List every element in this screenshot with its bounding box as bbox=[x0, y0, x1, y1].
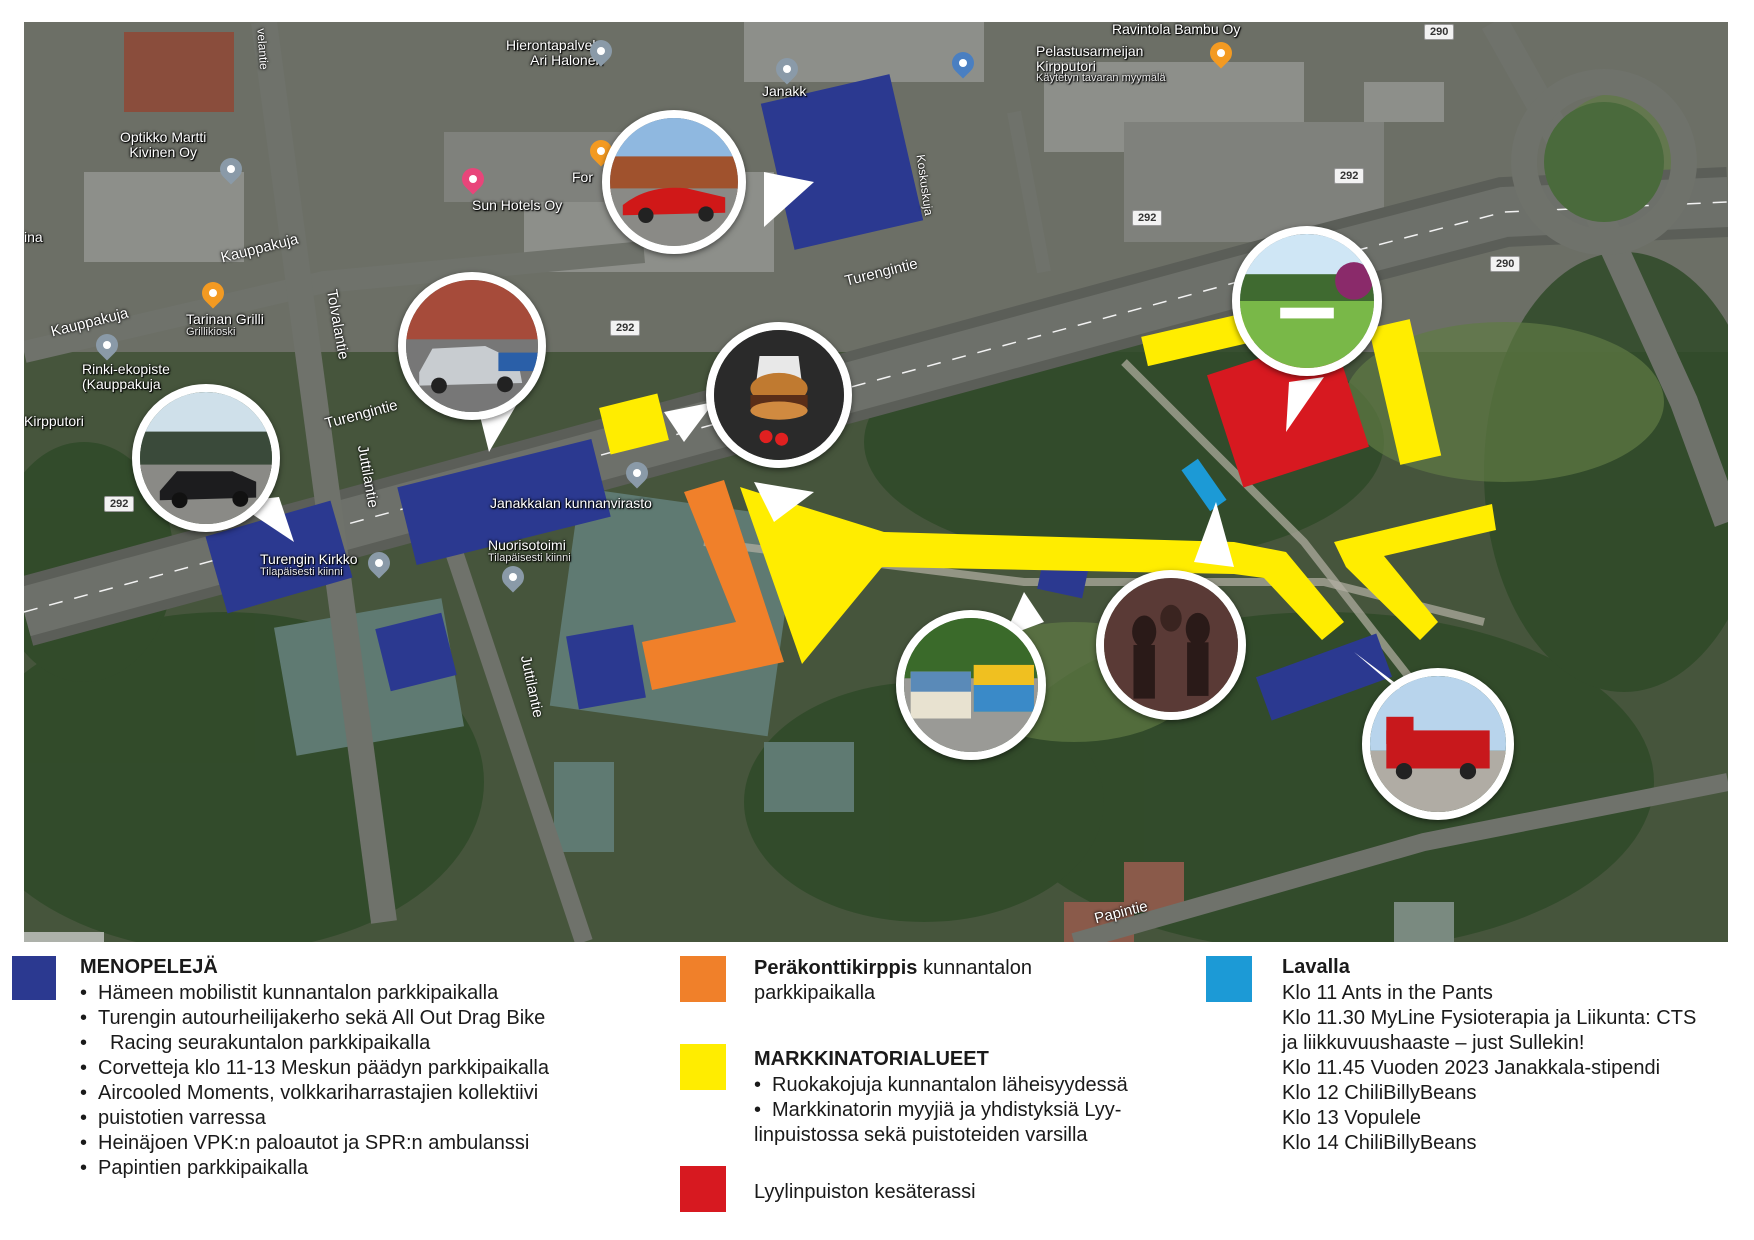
photo-classic-car bbox=[398, 272, 546, 420]
legend-lavalla-schedule: Klo 11 Ants in the Pants Klo 11.30 MyLin… bbox=[1282, 981, 1696, 1156]
legend-list-markkinatorialueet: Ruokakojuja kunnantalon läheisyydessä Ma… bbox=[754, 1073, 1128, 1148]
road-number-badge: 290 bbox=[1424, 24, 1455, 40]
schedule-line: ja liikkuvuushaaste – just Sullekin! bbox=[1282, 1032, 1585, 1054]
schedule-line: Klo 11.30 MyLine Fysioterapia ja Liikunt… bbox=[1282, 1007, 1697, 1029]
perakonttikirppis-area bbox=[642, 480, 784, 690]
place-kunnanvirasto[interactable]: Janakkalan kunnanvirasto bbox=[490, 495, 652, 511]
photo-drag-race bbox=[132, 384, 280, 532]
legend-swatch-kesaterassi bbox=[680, 1166, 726, 1212]
road-velantie-label: velantie bbox=[254, 27, 272, 71]
photo-burger bbox=[706, 322, 852, 468]
legend-item-continued: Racing seurakuntalon parkkipaikalla bbox=[80, 1031, 549, 1056]
legend-item: Turengin autourheilijakerho sekä All Out… bbox=[80, 1006, 549, 1031]
legend-perakonttikirppis: Peräkonttikirppis kunnantalon parkkipaik… bbox=[754, 957, 1032, 1004]
road-number-badge: 292 bbox=[1132, 210, 1163, 226]
place-sun-hotels[interactable]: Sun Hotels Oy bbox=[472, 197, 563, 213]
legend-swatch-markkinatorialueet bbox=[680, 1044, 726, 1090]
road-number-badge: 292 bbox=[104, 496, 135, 512]
legend-item-continued: linpuistossa sekä puistoteiden varsilla bbox=[754, 1124, 1088, 1146]
photo-band bbox=[1096, 570, 1246, 720]
legend-item: Markkinatorin myyjiä ja yhdistyksiä Lyy- bbox=[754, 1098, 1128, 1123]
place-ravintola-bambu[interactable]: Ravintola Bambu Oy bbox=[1112, 22, 1241, 37]
schedule-line: Klo 12 ChiliBillyBeans bbox=[1282, 1082, 1477, 1104]
place-ina[interactable]: ina bbox=[24, 229, 43, 245]
legend-title-lavalla: Lavalla bbox=[1282, 956, 1350, 978]
legend-item: Hämeen mobilistit kunnantalon parkkipaik… bbox=[80, 981, 549, 1006]
photo-corvette bbox=[602, 110, 746, 254]
legend-swatch-menopeleja bbox=[12, 956, 56, 1000]
photo-vw-buses bbox=[896, 610, 1046, 760]
road-number-badge: 292 bbox=[1334, 168, 1365, 184]
legend-item: Aircooled Moments, volkkariharrastajien … bbox=[80, 1081, 549, 1106]
legend-item-continued: Papintien parkkipaikalla bbox=[80, 1156, 549, 1181]
legend-item: Corvetteja klo 11-13 Meskun päädyn parkk… bbox=[80, 1056, 549, 1081]
place-for[interactable]: For bbox=[572, 169, 593, 185]
legend-swatch-lavalla bbox=[1206, 956, 1252, 1002]
menopeleja-areas bbox=[205, 74, 1393, 721]
schedule-line: Klo 11.45 Vuoden 2023 Janakkala-stipendi bbox=[1282, 1057, 1661, 1079]
photo-fire-truck bbox=[1362, 668, 1514, 820]
place-janakkala-top[interactable]: Janakk bbox=[762, 83, 807, 99]
legend-title-markkinatorialueet: MARKKINATORIALUEET bbox=[754, 1048, 989, 1070]
legend-list-menopeleja: Hämeen mobilistit kunnantalon parkkipaik… bbox=[80, 981, 549, 1181]
legend-item: Ruokakojuja kunnantalon läheisyydessä bbox=[754, 1073, 1128, 1098]
legend-item-continued: puistotien varressa bbox=[80, 1106, 549, 1131]
place-rinki-ekopiste[interactable]: Rinki-ekopiste(Kauppakuja bbox=[82, 361, 170, 392]
legend-swatch-perakonttikirppis bbox=[680, 956, 726, 1002]
legend-kesaterassi: Lyylinpuiston kesäterassi bbox=[754, 1181, 976, 1203]
legend-title-menopeleja: MENOPELEJÄ bbox=[80, 956, 218, 978]
road-number-badge: 292 bbox=[610, 320, 641, 336]
schedule-line: Klo 14 ChiliBillyBeans bbox=[1282, 1132, 1477, 1154]
place-kirpputori[interactable]: Kirpputori bbox=[24, 413, 84, 429]
schedule-line: Klo 11 Ants in the Pants bbox=[1282, 982, 1493, 1004]
aerial-map-base bbox=[24, 22, 1728, 942]
road-number-badge: 290 bbox=[1490, 256, 1521, 272]
schedule-line: Klo 13 Vopulele bbox=[1282, 1107, 1422, 1129]
lavalla-area bbox=[1181, 458, 1227, 512]
legend-item: Heinäjoen VPK:n paloautot ja SPR:n ambul… bbox=[80, 1131, 549, 1156]
photo-park-terrace bbox=[1232, 226, 1382, 376]
